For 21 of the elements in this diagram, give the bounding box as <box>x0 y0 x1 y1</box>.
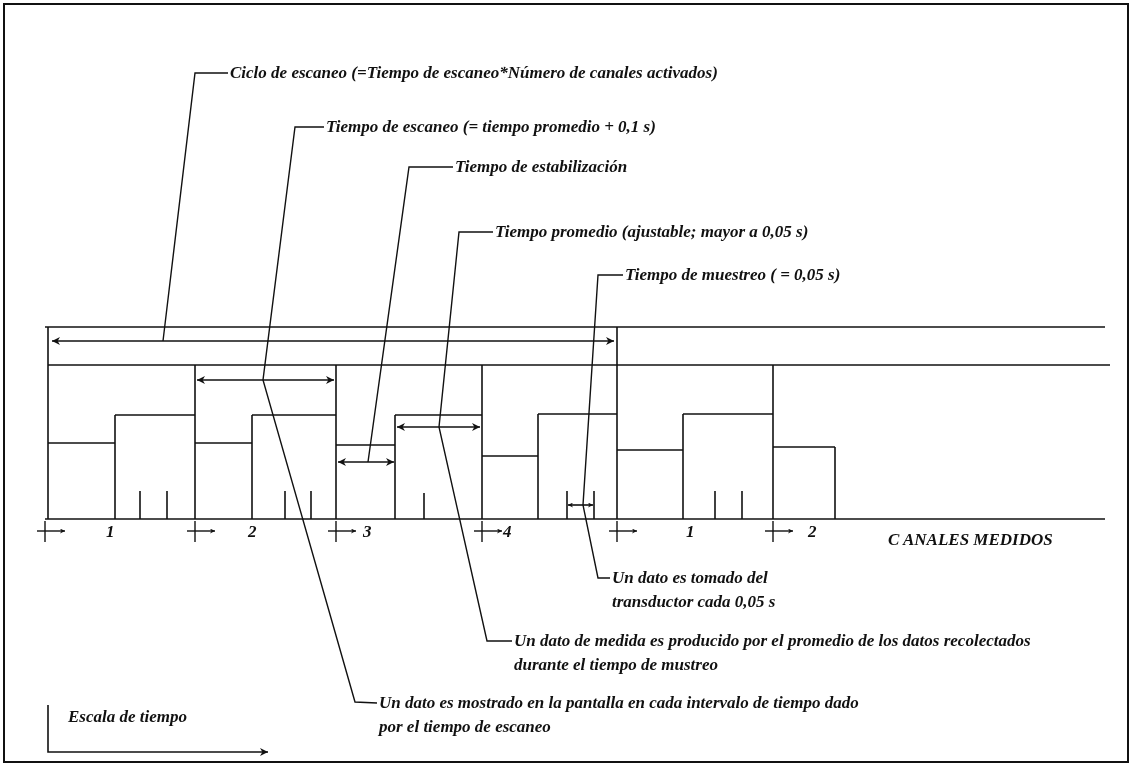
channel-number: 1 <box>106 521 115 543</box>
axis-title: Escala de tiempo <box>68 706 187 728</box>
annotation-text: Un dato de medida es producido por el promedio de los datos recolectados durante el tiempo de mustreo <box>514 630 1032 676</box>
channel-number: 2 <box>808 521 817 543</box>
leader-line <box>367 166 454 463</box>
channel-number: 3 <box>363 521 372 543</box>
leader-line <box>438 231 513 642</box>
leader-line <box>162 72 229 342</box>
channel-number: 1 <box>686 521 695 543</box>
annotation-text: Un dato es tomado del transductor cada 0,05 s <box>612 567 777 613</box>
annotation-text: Tiempo promedio (ajustable; mayor a 0,05 s) <box>495 221 809 243</box>
leader-line <box>582 274 624 579</box>
leader-line <box>262 126 378 704</box>
channel-number: 2 <box>248 521 257 543</box>
annotation-text: Ciclo de escaneo (=Tiempo de escaneo*Número de canales activados) <box>230 62 718 84</box>
annotation-text: Un dato es mostrado en la pantalla en cada intervalo de tiempo dado por el tiempo de escaneo <box>379 692 860 738</box>
annotation-text: Tiempo de estabilización <box>455 156 628 178</box>
annotation-text: Tiempo de escaneo (= tiempo promedio + 0,1 s) <box>326 116 656 138</box>
annotation-text: Tiempo de muestreo ( = 0,05 s) <box>625 264 841 286</box>
axis-title: C ANALES MEDIDOS <box>888 529 1053 551</box>
channel-number: 4 <box>503 521 512 543</box>
